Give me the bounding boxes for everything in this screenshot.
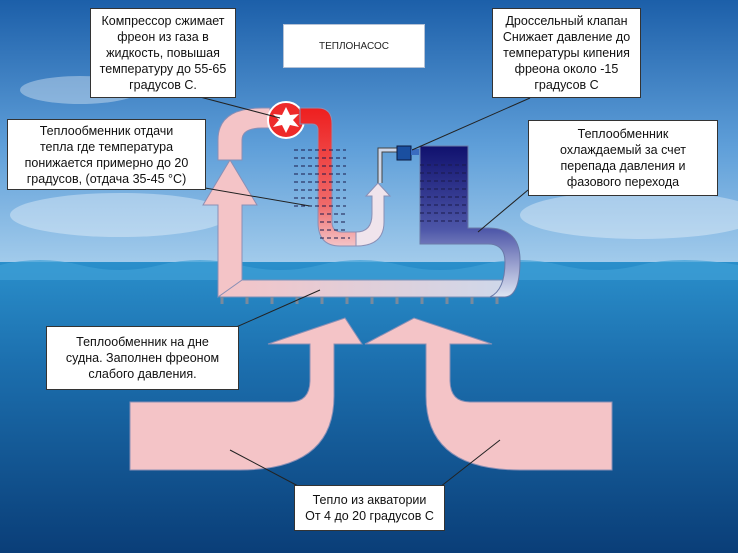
diagram-title: ТЕПЛОНАСОС <box>283 24 425 68</box>
callout-line: фреон из газа в <box>117 30 209 44</box>
callout-line: Теплообменник на дне <box>76 335 209 349</box>
star-burst-icon <box>273 107 299 133</box>
callout-line: От 4 до 20 градусов С <box>305 509 434 523</box>
callout-cold-exchanger: Теплообменник охлаждаемый за счет перепа… <box>528 120 718 196</box>
callout-line: тепла где температура <box>39 139 174 154</box>
clouds <box>10 76 738 239</box>
bottom-heat-exchanger-pipe <box>219 279 506 298</box>
throttle-valve <box>396 145 412 161</box>
callout-line: понижается примерно до 20 <box>24 155 189 170</box>
callout-line: градусов С. <box>129 78 197 92</box>
callout-line: температуру до 55-65 <box>99 62 227 76</box>
callout-compressor: Компрессор сжимает фреон из газа в жидко… <box>90 8 236 98</box>
callout-hot-exchanger: Теплообменник отдачи тепла где температу… <box>7 119 206 190</box>
callout-throttle: Дроссельный клапан Снижает давление до т… <box>492 8 641 98</box>
throttle-nozzle <box>411 149 419 155</box>
sea-surface-waves <box>0 260 738 280</box>
evaporator-fins <box>420 164 468 222</box>
callout-line: Компрессор сжимает <box>101 14 225 28</box>
callout-line: фреона около -15 <box>514 62 619 76</box>
radiator-teeth <box>220 297 499 304</box>
callout-line: градусов, (отдача 35-45 °С) <box>26 171 187 186</box>
compressor <box>267 101 305 139</box>
callout-water-heat: Тепло из акватории От 4 до 20 градусов С <box>294 485 445 531</box>
callout-line: градусов С <box>534 78 599 92</box>
water-heat-arrow-left <box>129 317 363 471</box>
callout-line: Теплообменник отдачи <box>39 123 174 138</box>
evaporator-tank <box>419 145 521 298</box>
callout-line: перепада давления и <box>560 159 686 173</box>
callout-line: судна. Заполнен фреоном <box>65 351 220 365</box>
callout-line: температуры кипения <box>503 46 630 60</box>
return-pipe <box>355 182 392 247</box>
callout-line: Теплообменник <box>577 127 669 141</box>
callout-line: фазового перехода <box>566 175 680 189</box>
callout-line: Снижает давление до <box>502 30 631 44</box>
callout-leaders <box>199 96 531 488</box>
callout-line: жидкость, повышая <box>106 46 220 60</box>
condenser-fins <box>294 149 350 239</box>
callout-line: охлаждаемый за счет <box>560 143 686 157</box>
callout-line: Дроссельный клапан <box>505 14 628 28</box>
water-heat-arrow-right <box>364 317 613 471</box>
callout-line: слабого давления. <box>88 367 197 381</box>
callout-line: Тепло из акватории <box>312 493 427 507</box>
callout-bottom-exchanger: Теплообменник на дне судна. Заполнен фре… <box>46 326 239 390</box>
